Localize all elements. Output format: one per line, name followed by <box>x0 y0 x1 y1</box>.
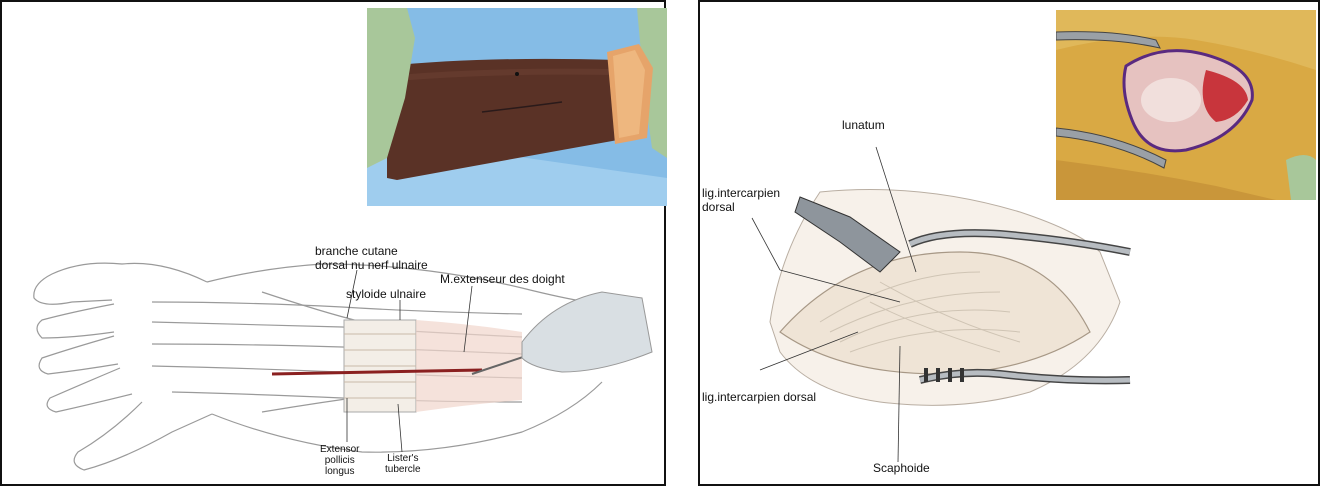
label-lig-intercarpien-bottom: lig.intercarpien dorsal <box>702 390 816 404</box>
label-epl-line3: longus <box>320 466 359 477</box>
label-extensor-pollicis-longus: Extensor pollicis longus <box>320 444 359 477</box>
label-branche-cutane: branche cutane dorsal nu nerf ulnaire <box>315 244 428 272</box>
label-lig-top-line2: dorsal <box>702 200 780 214</box>
label-lig-intercarpien-top: lig.intercarpien dorsal <box>702 186 780 214</box>
label-epl-line2: pollicis <box>320 455 359 466</box>
label-styloide-ulnaire: styloide ulnaire <box>346 287 426 301</box>
label-lig-top-line1: lig.intercarpien <box>702 186 780 200</box>
label-listers-tubercle: Lister's tubercle <box>385 453 421 475</box>
label-extenseur: M.extenseur des doight <box>440 272 565 286</box>
label-scaphoide: Scaphoide <box>873 461 930 475</box>
label-epl-line1: Extensor <box>320 444 359 455</box>
label-lister-line1: Lister's <box>385 453 421 464</box>
label-lister-line2: tubercle <box>385 464 421 475</box>
hand-dorsal-approach-drawing <box>2 2 664 484</box>
label-branche-line2: dorsal nu nerf ulnaire <box>315 258 428 272</box>
right-figure-panel: lunatum lig.intercarpien dorsal lig.inte… <box>698 0 1320 486</box>
label-branche-line1: branche cutane <box>315 244 428 258</box>
label-lunatum: lunatum <box>842 118 885 132</box>
left-figure-panel: branche cutane dorsal nu nerf ulnaire st… <box>0 0 666 486</box>
carpal-ligament-drawing <box>700 2 1318 484</box>
